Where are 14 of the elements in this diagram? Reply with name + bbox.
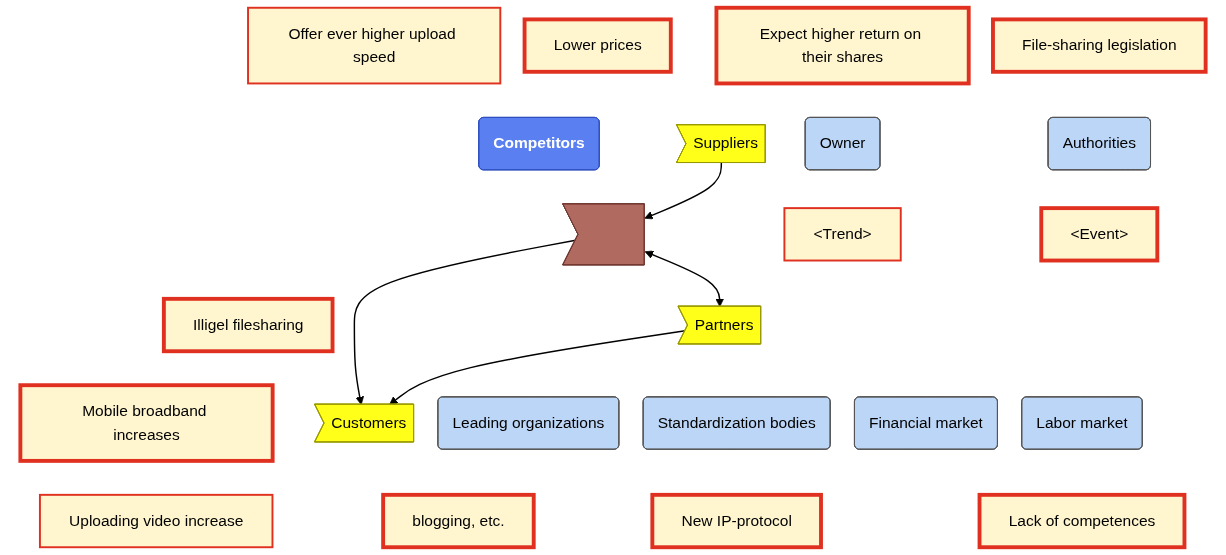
node-box: Mobile broadband increases xyxy=(18,383,275,463)
node-box: blogging, etc. xyxy=(381,492,536,550)
node-box: Lower prices xyxy=(522,17,673,74)
node-box: Illigel filesharing xyxy=(161,296,335,354)
node-box: <Trend> xyxy=(783,207,902,262)
node-box: <Event> xyxy=(1039,206,1160,263)
node-box: Offer ever higher upload speed xyxy=(247,6,502,85)
arrow xyxy=(644,250,724,307)
node-box: File-sharing legislation xyxy=(991,17,1208,74)
node-box: Uploading video increase xyxy=(38,493,274,549)
node-box: New IP-protocol xyxy=(650,492,823,550)
node-box: Lack of competences xyxy=(977,492,1187,550)
arrow xyxy=(644,162,723,220)
node-box: Expect higher return on their shares xyxy=(714,5,971,86)
